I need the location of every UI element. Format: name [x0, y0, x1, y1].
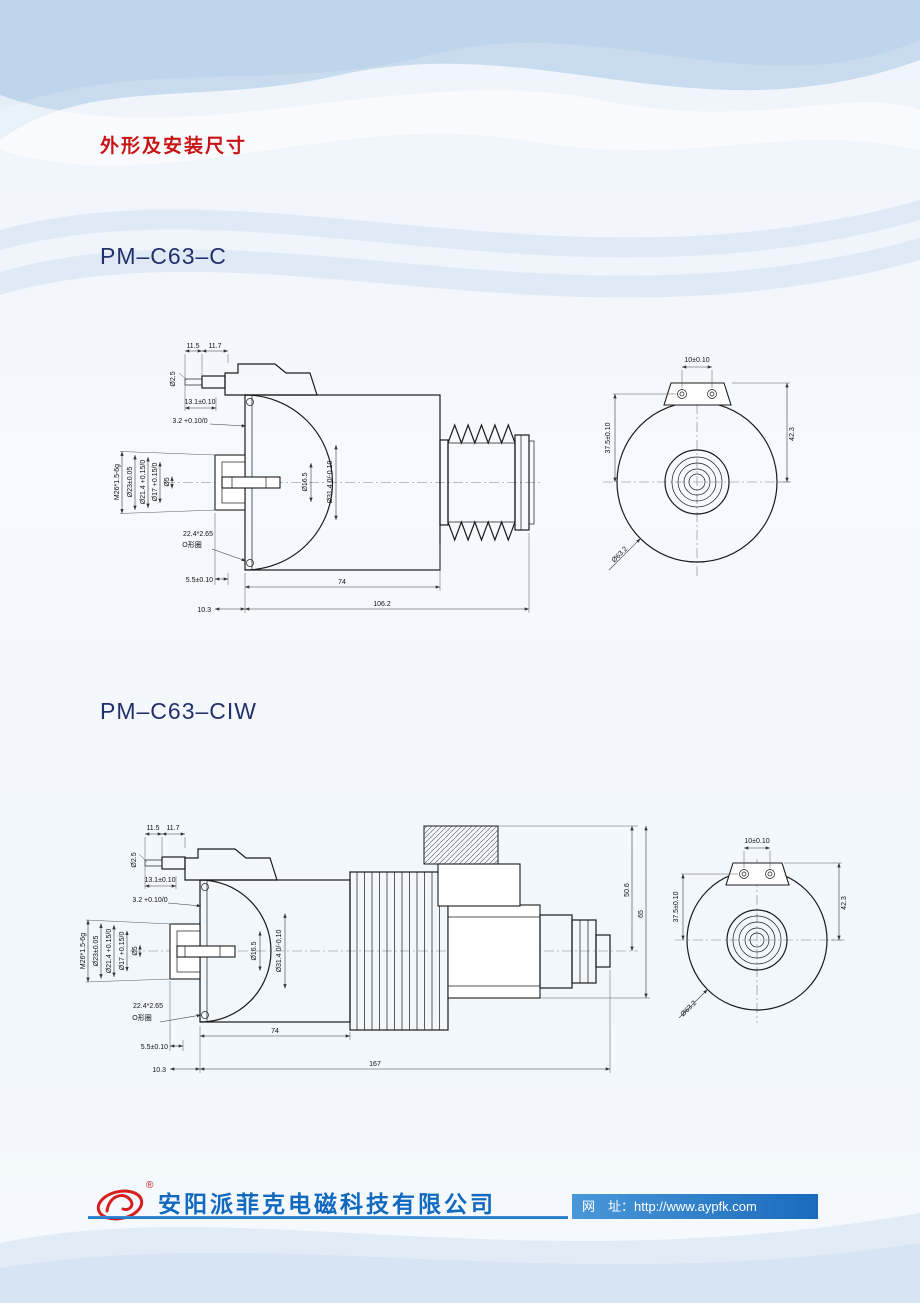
dim-offset-5-5: 5.5±0.10	[141, 1044, 168, 1051]
website-bar: 网 址：http://www.aypfk.com	[572, 1194, 818, 1219]
dim-seg1: 11.5	[146, 825, 159, 832]
dim-d21: Ø21.4 +0.15/0	[106, 929, 113, 974]
dim-seg2: 11.7	[208, 343, 221, 350]
dim-bracket-height: 42.3	[789, 427, 796, 441]
object-lines	[675, 859, 845, 1023]
object-lines	[165, 363, 542, 571]
dim-total-length: 167	[369, 1061, 381, 1068]
dim-pin-length: 13.1±0.10	[144, 877, 175, 884]
section-title-pm-c63-ciw: PM–C63–CIW	[100, 698, 257, 724]
dim-offset-10-3: 10.3	[152, 1067, 166, 1074]
side-view-pm-c63-c: 11.5 11.7 Ø2.5 13.1±0.10 3.2 +0.10/0 M26…	[114, 343, 542, 614]
dim-d17: Ø17 +0.15/0	[152, 463, 159, 502]
front-view-pm-c63-c: 10±0.10 37.5±0.10 42.3 Ø63.2	[603, 357, 796, 576]
dim-d23: Ø23±0.05	[93, 936, 100, 967]
dim-d5: Ø5	[164, 477, 171, 486]
object-lines	[130, 825, 638, 1031]
dim-total-length: 106.2	[373, 601, 391, 608]
dim-bracket-height: 42.3	[841, 896, 848, 910]
dim-hole-to-center: 37.5±0.10	[605, 422, 612, 453]
dim-oring-size: 22.4*2.65	[183, 531, 213, 538]
dim-hole-to-center: 37.5±0.10	[673, 891, 680, 922]
dim-d5: Ø5	[132, 946, 139, 955]
dim-d31: Ø31.4 0/-0.10	[276, 929, 283, 972]
page-heading: 外形及安装尺寸	[100, 136, 248, 157]
dim-d31: Ø31.4 0/-0.10	[327, 460, 334, 503]
registered-mark: ®	[146, 1180, 154, 1191]
dim-oring-size: 22.4*2.65	[133, 1003, 163, 1010]
dimension-annotations: 11.5 11.7 Ø2.5 13.1±0.10 3.2 +0.10/0 M26…	[114, 343, 530, 614]
dim-offset-10-3: 10.3	[197, 607, 211, 614]
side-view-pm-c63-ciw: 11.5 11.7 Ø2.5 13.1±0.10 3.2 +0.10/0 M26…	[80, 825, 650, 1074]
dim-d21: Ø21.4 +0.15/0	[140, 460, 147, 505]
background-waves-bottom	[0, 1213, 920, 1303]
dim-d23: Ø23±0.05	[127, 467, 134, 498]
dim-connector-height: 50.6	[624, 883, 631, 897]
dim-seg1: 11.5	[186, 343, 199, 350]
dim-outer-diameter: Ø63.2	[680, 1000, 699, 1019]
dim-pin-length: 13.1±0.10	[184, 399, 215, 406]
dim-outer-diameter: Ø63.2	[611, 546, 630, 565]
dim-plate-thickness: 3.2 +0.10/0	[172, 418, 207, 425]
dim-d16: Ø16.5	[302, 472, 309, 491]
footer-divider	[88, 1216, 568, 1219]
dim-offset-5-5: 5.5±0.10	[186, 577, 213, 584]
dim-seg2: 11.7	[166, 825, 179, 832]
background-waves-top	[0, 0, 920, 298]
dim-pin-diameter: Ø2.5	[170, 371, 177, 386]
dim-oring-label: O形圈	[182, 541, 201, 549]
website-url[interactable]: http://www.aypfk.com	[634, 1199, 757, 1214]
dim-pin-diameter: Ø2.5	[131, 852, 138, 867]
website-label: 网 址：	[582, 1199, 635, 1214]
dim-body-length: 74	[338, 579, 346, 586]
company-name: 安阳派菲克电磁科技有限公司	[158, 1191, 496, 1217]
section-title-pm-c63-c: PM–C63–C	[100, 243, 227, 269]
dim-plate-thickness: 3.2 +0.10/0	[132, 897, 167, 904]
dim-thread: M26*1.5-6g	[80, 933, 87, 969]
dim-d16: Ø16.5	[251, 941, 258, 960]
dim-total-height: 65	[638, 910, 645, 918]
dim-hole-spacing: 10±0.10	[684, 357, 709, 364]
dim-oring-label: O形圈	[132, 1014, 151, 1022]
dim-hole-spacing: 10±0.10	[744, 838, 769, 845]
dim-body-length: 74	[271, 1028, 279, 1035]
dim-thread: M26*1.5-6g	[114, 464, 121, 500]
dimension-annotations: 11.5 11.7 Ø2.5 13.1±0.10 3.2 +0.10/0 M26…	[80, 825, 650, 1074]
front-view-pm-c63-ciw: 10±0.10 37.5±0.10 42.3 Ø63.2	[673, 838, 848, 1023]
object-lines	[603, 382, 791, 576]
dim-d17: Ø17 +0.15/0	[119, 932, 126, 971]
